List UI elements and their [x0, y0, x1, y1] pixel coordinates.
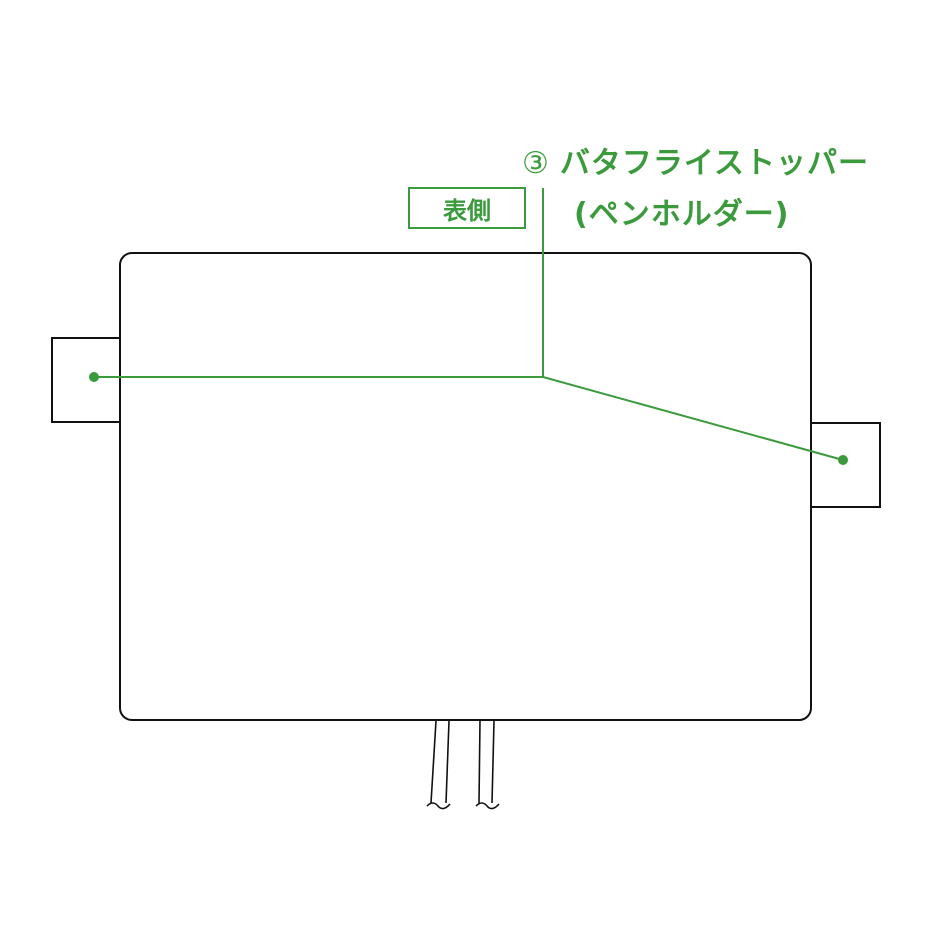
side-label-box: 表側 — [408, 187, 526, 229]
leader-dot-right — [838, 455, 848, 465]
bookmark-ribbons — [426, 720, 500, 810]
callout-number: ③ — [522, 146, 550, 181]
ribbon-right — [475, 720, 500, 810]
ribbon-left — [426, 720, 451, 810]
leader-right — [542, 376, 844, 461]
leader-lines — [94, 188, 844, 461]
notebook-cover — [119, 252, 812, 721]
leader-dot-left — [89, 372, 99, 382]
callout-subtitle: (ペンホルダー) — [574, 197, 790, 232]
callout-title-row: ③ バタフライストッパー — [522, 138, 869, 182]
side-label: 表側 — [443, 196, 491, 225]
stopper-tab-left — [51, 337, 123, 423]
callout-title: バタフライストッパー — [559, 146, 870, 181]
stopper-tab-right — [809, 422, 881, 508]
